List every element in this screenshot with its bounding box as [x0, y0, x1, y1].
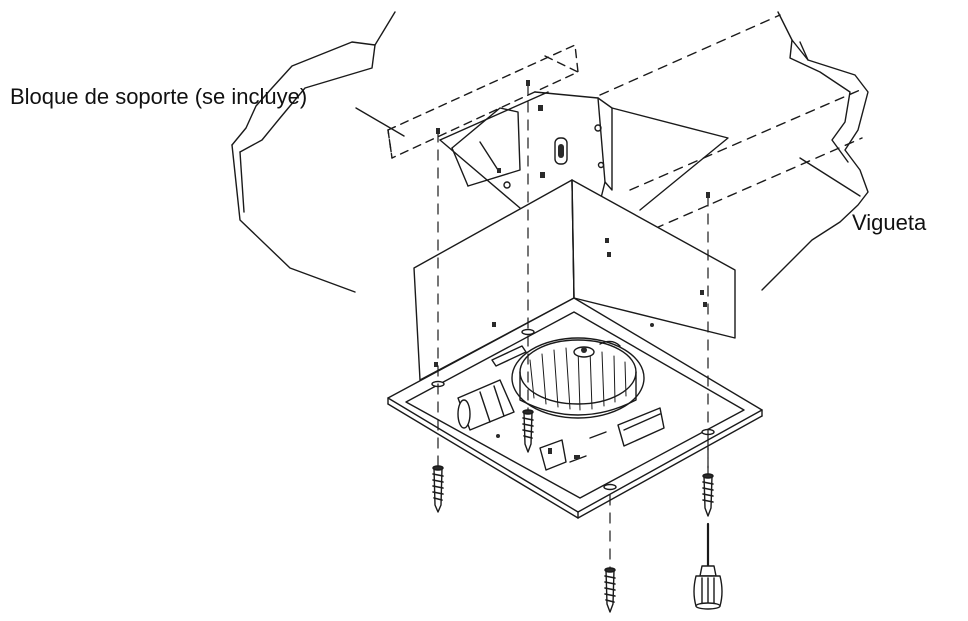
right-joist: [761, 11, 869, 291]
support-block: [387, 44, 579, 159]
joist-label: Vigueta: [852, 210, 927, 235]
joist-leader-line: [799, 157, 861, 197]
pilot-hole-markers: [436, 80, 710, 198]
joist-dashed-lines: [599, 14, 863, 236]
support-leader-line: [355, 107, 405, 137]
motor-parts: [457, 345, 665, 471]
screwdriver-icon: [693, 522, 723, 610]
alignment-lines: [437, 83, 709, 571]
support-block-label: Bloque de soporte (se incluye): [10, 84, 308, 109]
screw-bottom: [604, 567, 616, 613]
screw-left: [432, 465, 444, 513]
damper-opening: [451, 107, 521, 189]
screw-right: [702, 473, 714, 517]
screw-center: [522, 409, 534, 453]
left-joist: [231, 11, 396, 293]
blower-wheel: [511, 337, 645, 419]
